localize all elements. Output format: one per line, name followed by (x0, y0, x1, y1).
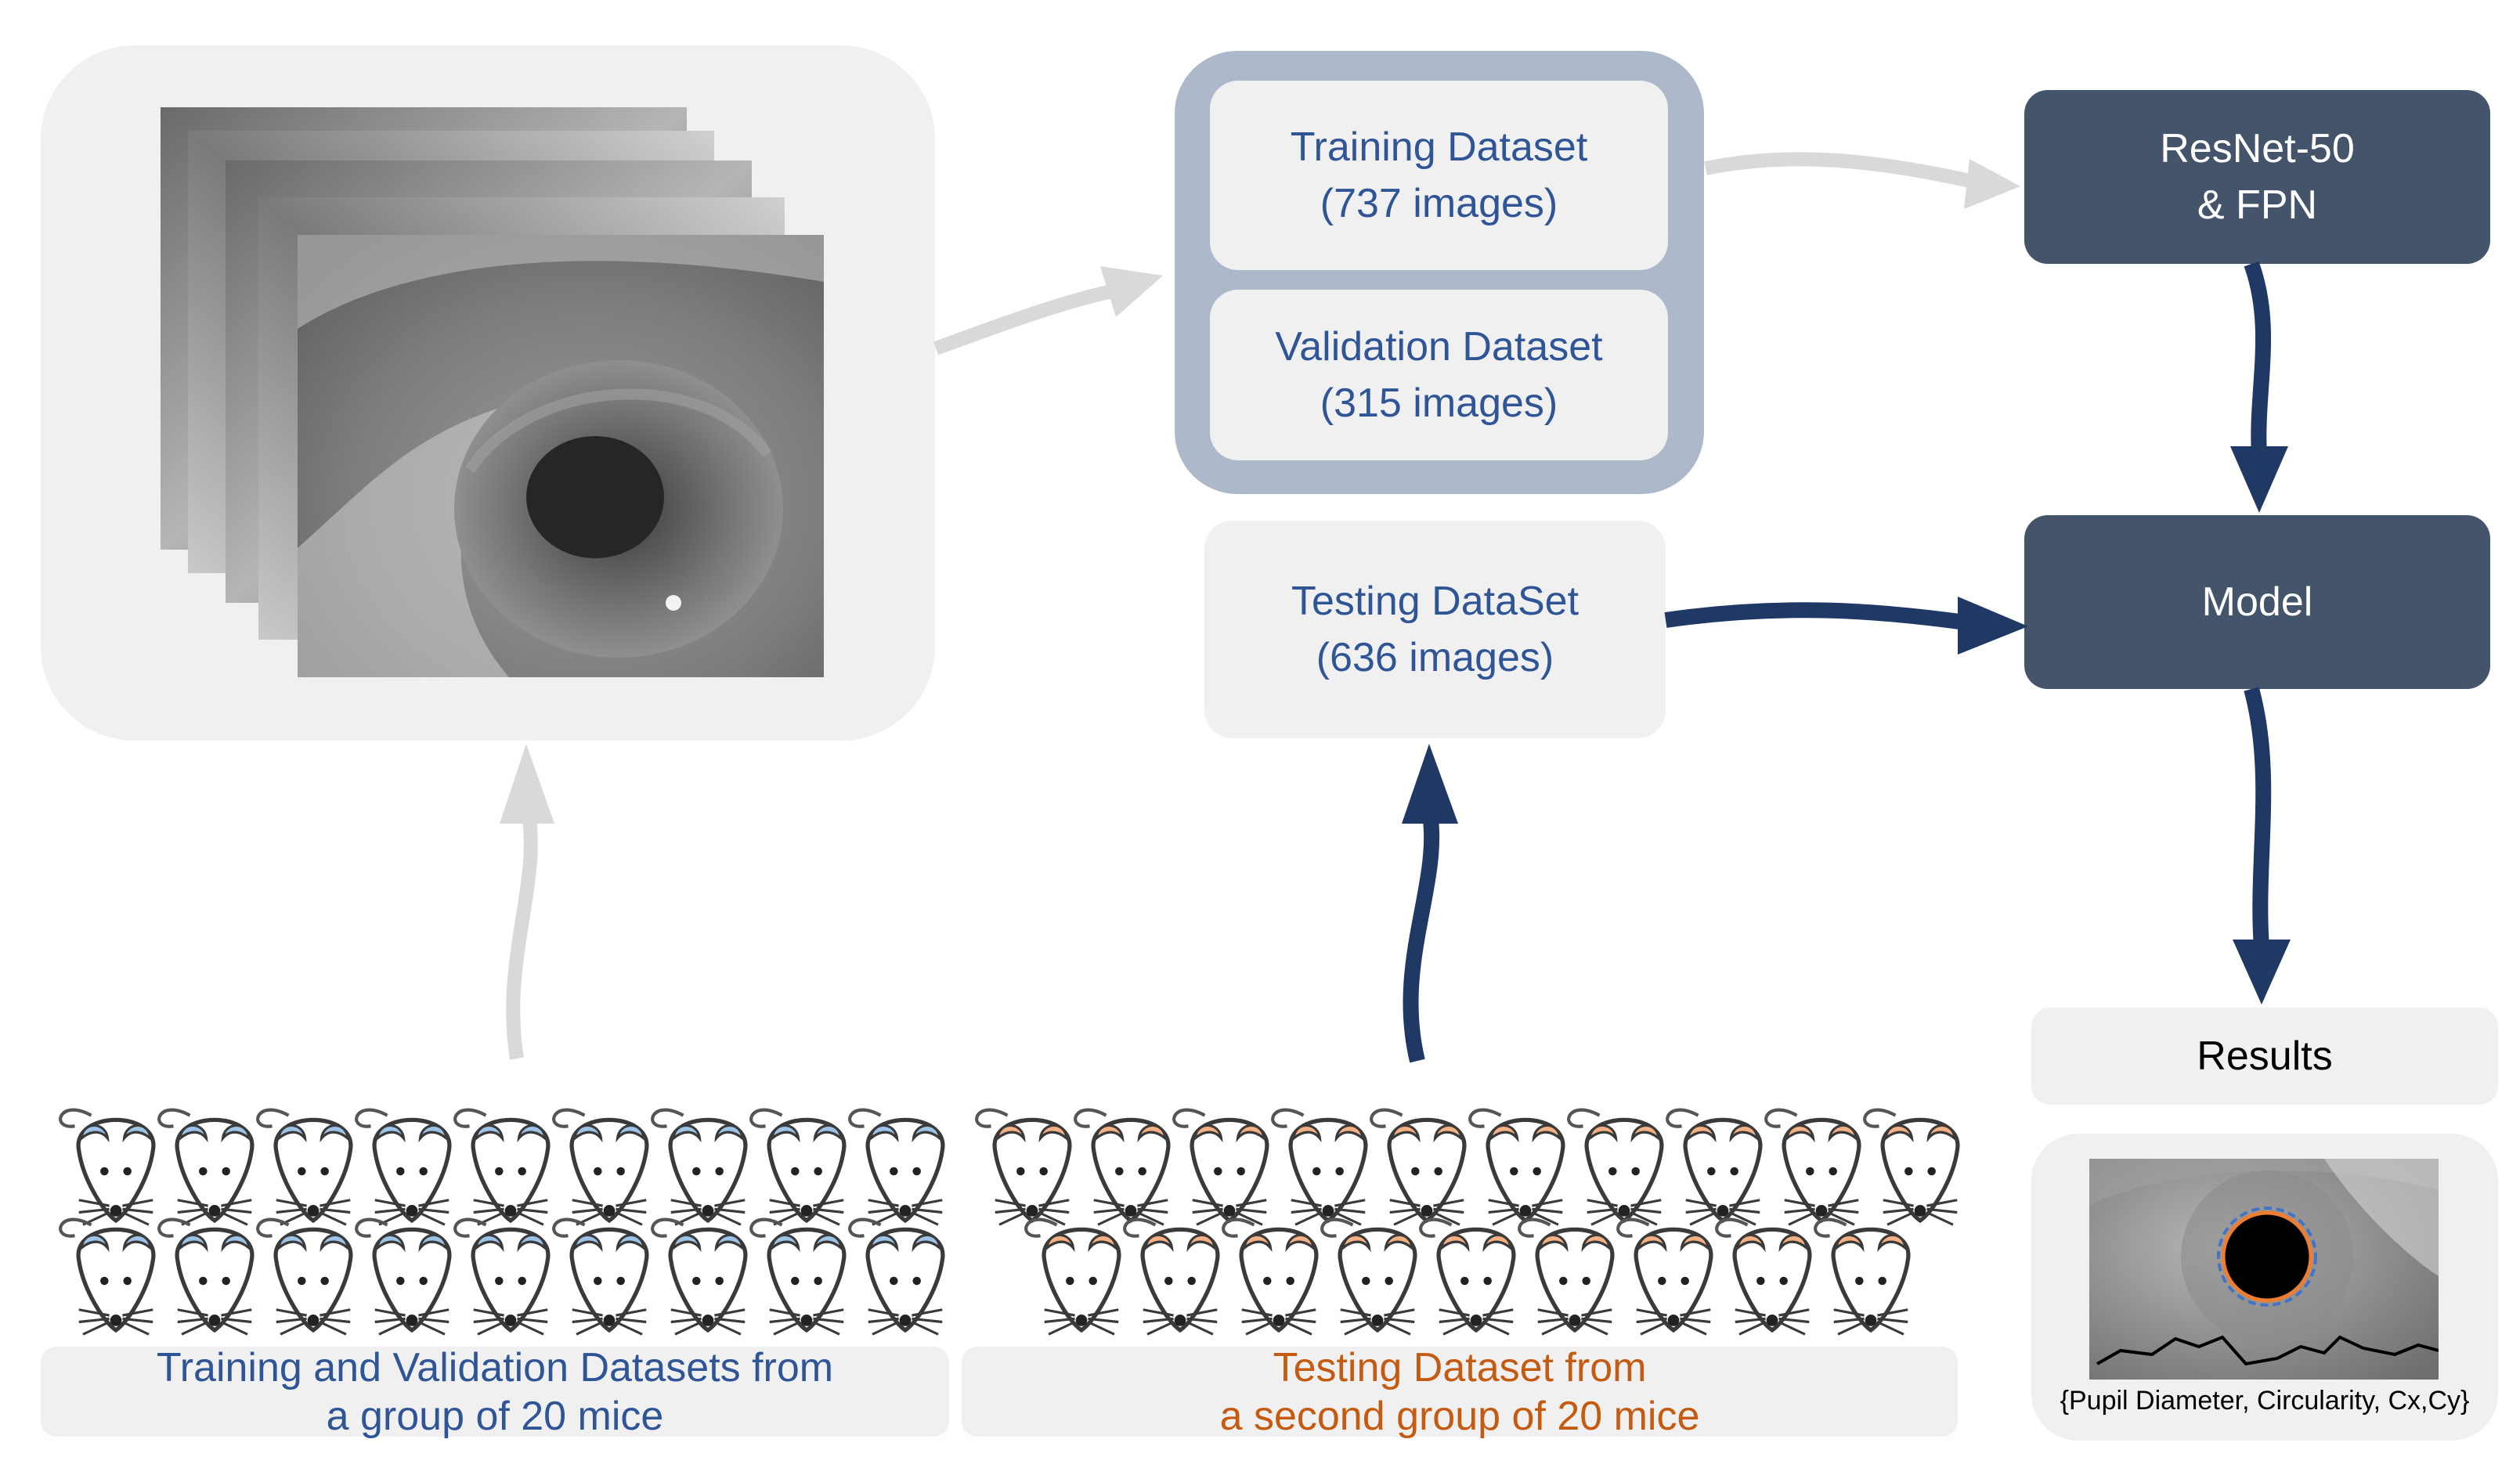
testing-dataset-box: Testing DataSet (636 images) (1204, 521, 1666, 738)
training-mouse-icon (751, 1220, 844, 1335)
testing-mouse-icon (1223, 1220, 1316, 1335)
results-title: Results (2197, 1033, 2333, 1079)
testing-mouse-icon (1421, 1220, 1514, 1335)
results-caption: {Pupil Diameter, Circularity, Cx,Cy} (2060, 1386, 2470, 1416)
resnet-title: ResNet-50 (2160, 126, 2355, 171)
pupil-trace (2096, 1335, 2439, 1366)
eye-image-front (298, 235, 824, 677)
testing-dataset-count: (636 images) (1316, 635, 1554, 680)
training-mouse-icon (554, 1220, 647, 1335)
train-group-caption-line2: a group of 20 mice (326, 1393, 664, 1439)
testing-mouse-icon (1322, 1220, 1415, 1335)
testing-mouse-icon (1865, 1110, 1958, 1225)
testing-mouse-icon (1075, 1110, 1168, 1225)
training-dataset-title: Training Dataset (1290, 124, 1588, 170)
pupil-segmentation-image (2089, 1159, 2439, 1380)
training-mouse-icon (356, 1220, 449, 1335)
resnet-fpn-box: ResNet-50 & FPN (2024, 90, 2490, 264)
testing-dataset-title: Testing DataSet (1291, 579, 1580, 624)
images-to-datasets-arrow (933, 284, 1114, 355)
training-mouse-icon (159, 1220, 252, 1335)
mice-to-images-arrow (506, 813, 538, 1060)
testing-mouse-icon (1618, 1220, 1711, 1335)
training-mouse-icon (850, 1110, 943, 1225)
training-dataset-count: (737 images) (1320, 181, 1558, 226)
results-box: Results (2031, 1008, 2498, 1105)
training-dataset-box: Training Dataset (737 images) (1210, 81, 1668, 270)
training-mouse-icon (652, 1110, 746, 1225)
training-mouse-icon (356, 1110, 449, 1225)
testing-to-model-arrow (1664, 602, 1967, 630)
validation-dataset-count: (315 images) (1320, 381, 1558, 426)
training-mouse-icon (751, 1110, 844, 1225)
testing-mouse-icon (1717, 1220, 1810, 1335)
testing-mouse-icon (1815, 1220, 1908, 1335)
training-mouse-icon (258, 1110, 351, 1225)
training-mouse-icon (159, 1110, 252, 1225)
model-box: Model (2024, 515, 2490, 689)
train-group-caption-line1: Training and Validation Datasets from (156, 1344, 834, 1390)
validation-dataset-title: Validation Dataset (1275, 324, 1603, 370)
test-group-caption-box: Testing Dataset from a second group of 2… (962, 1344, 1958, 1439)
training-mouse-icon (455, 1110, 548, 1225)
testing-mouse-icon (1273, 1110, 1366, 1225)
testing-mouse-icon (1470, 1110, 1563, 1225)
fpn-title: & FPN (2197, 182, 2318, 228)
testing-mouse-icon (1174, 1110, 1267, 1225)
test-group-caption-line2: a second group of 20 mice (1219, 1393, 1700, 1439)
testing-mouse-icon (1766, 1110, 1859, 1225)
training-mouse-icon (60, 1110, 153, 1225)
model-to-results-arrow (2244, 687, 2272, 948)
training-mouse-icon (455, 1220, 548, 1335)
testing-mouse-icon (1026, 1220, 1119, 1335)
testing-mouse-icon (1125, 1220, 1218, 1335)
training-mouse-icon (60, 1220, 153, 1335)
training-mouse-icon (850, 1220, 943, 1335)
testing-mouse-icon (1569, 1110, 1662, 1225)
resnet-to-model-arrow (2244, 261, 2272, 455)
training-mouse-icon (652, 1220, 746, 1335)
mice-to-testing-arrow (1403, 813, 1440, 1063)
testing-mouse-icon (1519, 1220, 1612, 1335)
validation-dataset-box: Validation Dataset (315 images) (1210, 290, 1668, 460)
train-group-caption-box: Training and Validation Datasets from a … (41, 1344, 949, 1439)
training-mouse-icon (554, 1110, 647, 1225)
model-title: Model (2201, 579, 2313, 625)
training-to-resnet-arrow (1704, 152, 1975, 189)
training-mouse-icon (258, 1220, 351, 1335)
testing-mouse-icon (1371, 1110, 1464, 1225)
testing-mouse-icon (1667, 1110, 1760, 1225)
testing-mouse-icon (977, 1110, 1070, 1225)
test-group-caption-line1: Testing Dataset from (1273, 1344, 1647, 1390)
